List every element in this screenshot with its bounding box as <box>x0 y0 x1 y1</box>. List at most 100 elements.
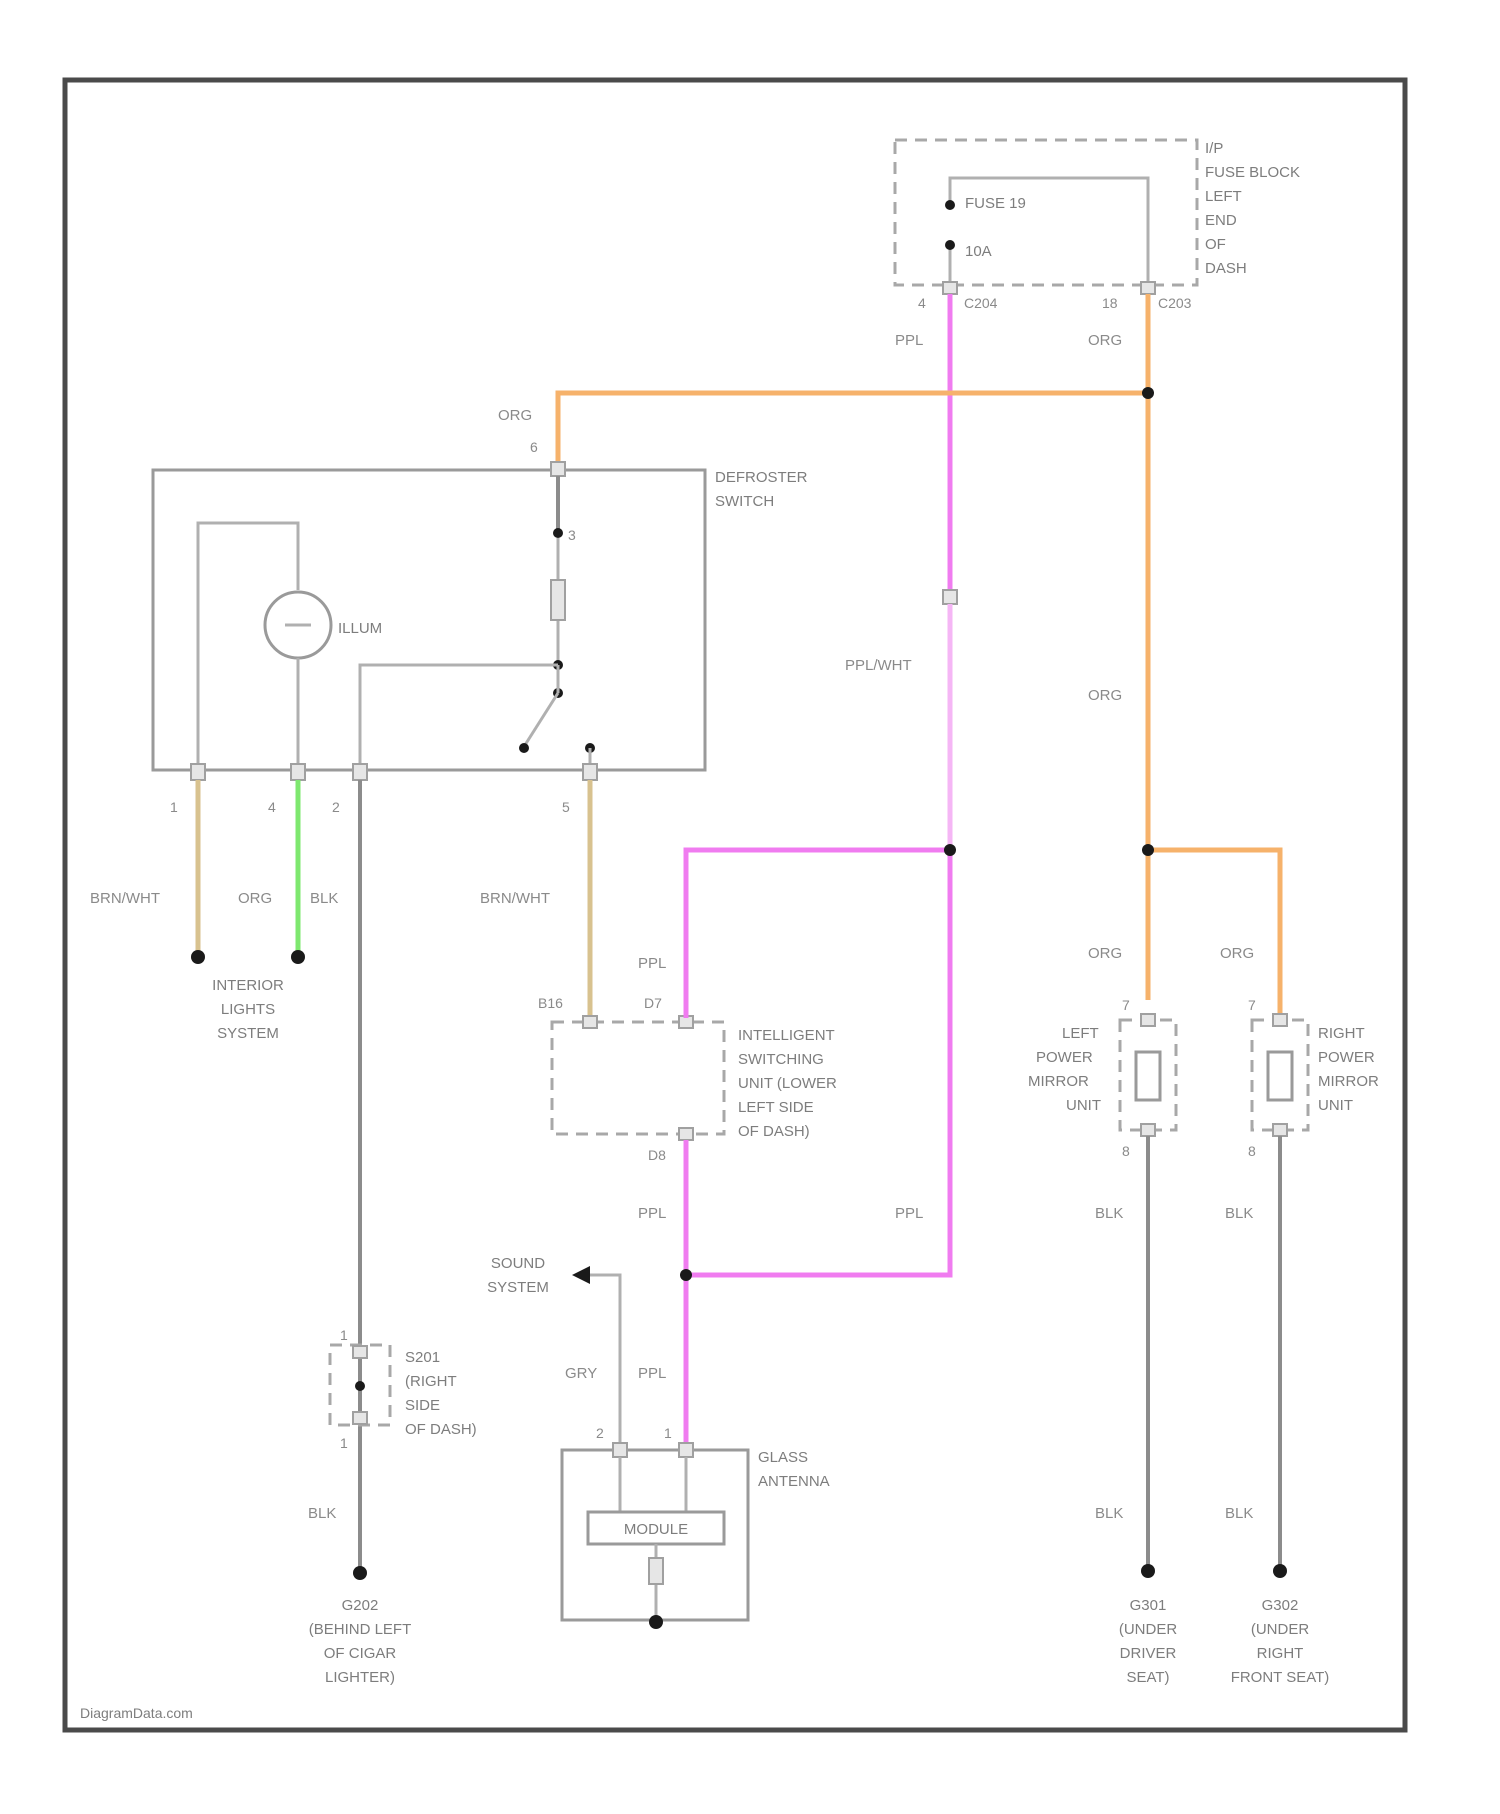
g202-label-4: LIGHTER) <box>325 1669 395 1686</box>
fuse-block-label-5: OF <box>1205 236 1226 253</box>
g301-label-4: SEAT) <box>1126 1669 1169 1686</box>
wire-label-ppl-ant: PPL <box>638 1365 666 1382</box>
wire-label-blk-lm-low: BLK <box>1095 1505 1123 1522</box>
left-mirror-label-2: POWER <box>1036 1049 1093 1066</box>
sound-system-label-2: SYSTEM <box>487 1279 549 1296</box>
pin-def-5: 5 <box>562 799 570 815</box>
pin-ant-2: 2 <box>596 1425 604 1441</box>
right-mirror-label-1: RIGHT <box>1318 1025 1365 1042</box>
left-mirror-label-4: UNIT <box>1066 1097 1101 1114</box>
pin-def-4: 4 <box>268 799 276 815</box>
g301-label-3: DRIVER <box>1120 1645 1177 1662</box>
right-mirror-label-4: UNIT <box>1318 1097 1353 1114</box>
connector-c204: C204 <box>964 295 998 311</box>
fuse-name: FUSE 19 <box>965 195 1026 212</box>
wire-label-ppl-wht: PPL/WHT <box>845 657 912 674</box>
intelligent-switching-unit: B16 D7 D8 INTELLIGENT SWITCHING UNIT (LO… <box>538 995 837 1163</box>
left-mirror-label-3: MIRROR <box>1028 1073 1089 1090</box>
fuse-block-label-1: I/P <box>1205 140 1223 157</box>
pin-def-1: 1 <box>170 799 178 815</box>
right-power-mirror: 7 8 RIGHT POWER MIRROR UNIT <box>1248 997 1379 1159</box>
defroster-label-2: SWITCH <box>715 493 774 510</box>
isu-label-1: INTELLIGENT <box>738 1027 835 1044</box>
fuse-block-label-2: FUSE BLOCK <box>1205 164 1300 181</box>
wire-label-org-lm: ORG <box>1088 945 1122 962</box>
defroster-switch: 3 ILLUM DEFROSTER SWITCH <box>153 462 808 780</box>
watermark: DiagramData.com <box>80 1705 193 1721</box>
fuse-block-label-6: DASH <box>1205 260 1247 277</box>
wire-ppl-junction <box>686 1265 950 1275</box>
g202-label-1: G202 <box>342 1597 379 1614</box>
wire-label-ppl-isu-low: PPL <box>638 1205 666 1222</box>
pin-isu-b16: B16 <box>538 995 563 1011</box>
wire-org-to-defroster <box>558 393 1148 462</box>
defroster-label-1: DEFROSTER <box>715 469 808 486</box>
pin-lm-8: 8 <box>1122 1143 1130 1159</box>
left-power-mirror: 7 8 LEFT POWER MIRROR UNIT <box>1028 997 1176 1159</box>
wire-label-ppl-top: PPL <box>895 332 923 349</box>
wire-label-org-rm: ORG <box>1220 945 1254 962</box>
isu-label-5: OF DASH) <box>738 1123 810 1140</box>
pin-s201-top: 1 <box>340 1327 348 1343</box>
s201-label-4: OF DASH) <box>405 1421 477 1438</box>
glass-antenna: 2 1 MODULE GLASS ANTENNA <box>562 1425 830 1629</box>
s201-label-2: (RIGHT <box>405 1373 457 1390</box>
g302-label-1: G302 <box>1262 1597 1299 1614</box>
interior-lights-label-1: INTERIOR <box>212 977 284 994</box>
g202-label-3: OF CIGAR <box>324 1645 397 1662</box>
wire-label-org-blk: ORG <box>238 890 272 907</box>
wire-label-ppl-isu: PPL <box>638 955 666 972</box>
pin-lm-7: 7 <box>1122 997 1130 1013</box>
pin-def-2: 2 <box>332 799 340 815</box>
wire-label-blk-org: BLK <box>310 890 338 907</box>
isu-label-3: UNIT (LOWER <box>738 1075 837 1092</box>
right-mirror-label-3: MIRROR <box>1318 1073 1379 1090</box>
wire-ppl-isu <box>686 850 950 1018</box>
wire-label-blk-s201: BLK <box>308 1505 336 1522</box>
fuse-block-label-3: LEFT <box>1205 188 1242 205</box>
g302-label-4: FRONT SEAT) <box>1231 1669 1330 1686</box>
s201-label-3: SIDE <box>405 1397 440 1414</box>
wire-label-org-top: ORG <box>1088 332 1122 349</box>
ip-fuse-block: FUSE 19 10A I/P FUSE BLOCK LEFT END OF D… <box>895 140 1300 311</box>
s201-label-1: S201 <box>405 1349 440 1366</box>
interior-lights-label-3: SYSTEM <box>217 1025 279 1042</box>
pin-s201-bot: 1 <box>340 1435 348 1451</box>
wire-label-org-def: ORG <box>498 407 532 424</box>
g301-label-1: G301 <box>1130 1597 1167 1614</box>
illum-label: ILLUM <box>338 620 382 637</box>
arrow-sound-system <box>572 1266 590 1284</box>
pin-isu-d7: D7 <box>644 995 662 1011</box>
g302-label-2: (UNDER <box>1251 1621 1309 1638</box>
pin-def-3: 3 <box>568 527 576 543</box>
fuse-block-label-4: END <box>1205 212 1237 229</box>
isu-label-2: SWITCHING <box>738 1051 824 1068</box>
pin-rm-7: 7 <box>1248 997 1256 1013</box>
pin-isu-d8: D8 <box>648 1147 666 1163</box>
connector-c203: C203 <box>1158 295 1192 311</box>
pin-fuse-18: 18 <box>1102 295 1118 311</box>
fuse-amps: 10A <box>965 243 992 260</box>
splice-s201: 1 1 S201 (RIGHT SIDE OF DASH) <box>330 1327 477 1451</box>
wire-org-to-right-mirror <box>1148 850 1280 1020</box>
wire-label-org-mid: ORG <box>1088 687 1122 704</box>
wire-label-ppl-right: PPL <box>895 1205 923 1222</box>
g301-label-2: (UNDER <box>1119 1621 1177 1638</box>
left-mirror-label-1: LEFT <box>1062 1025 1099 1042</box>
sound-system-label-1: SOUND <box>491 1255 545 1272</box>
g302-label-3: RIGHT <box>1257 1645 1304 1662</box>
pin-rm-8: 8 <box>1248 1143 1256 1159</box>
g202-label-2: (BEHIND LEFT <box>309 1621 412 1638</box>
isu-label-4: LEFT SIDE <box>738 1099 814 1116</box>
glass-antenna-label-2: ANTENNA <box>758 1473 830 1490</box>
right-mirror-label-2: POWER <box>1318 1049 1375 1066</box>
interior-lights-label-2: LIGHTS <box>221 1001 275 1018</box>
antenna-module-label: MODULE <box>624 1521 688 1538</box>
wire-label-brn-wht-1: BRN/WHT <box>90 890 160 907</box>
wire-gry <box>590 1275 620 1445</box>
wire-label-blk-rm: BLK <box>1225 1205 1253 1222</box>
wire-label-brn-wht-5: BRN/WHT <box>480 890 550 907</box>
wire-label-blk-lm: BLK <box>1095 1205 1123 1222</box>
wire-label-blk-rm-low: BLK <box>1225 1505 1253 1522</box>
